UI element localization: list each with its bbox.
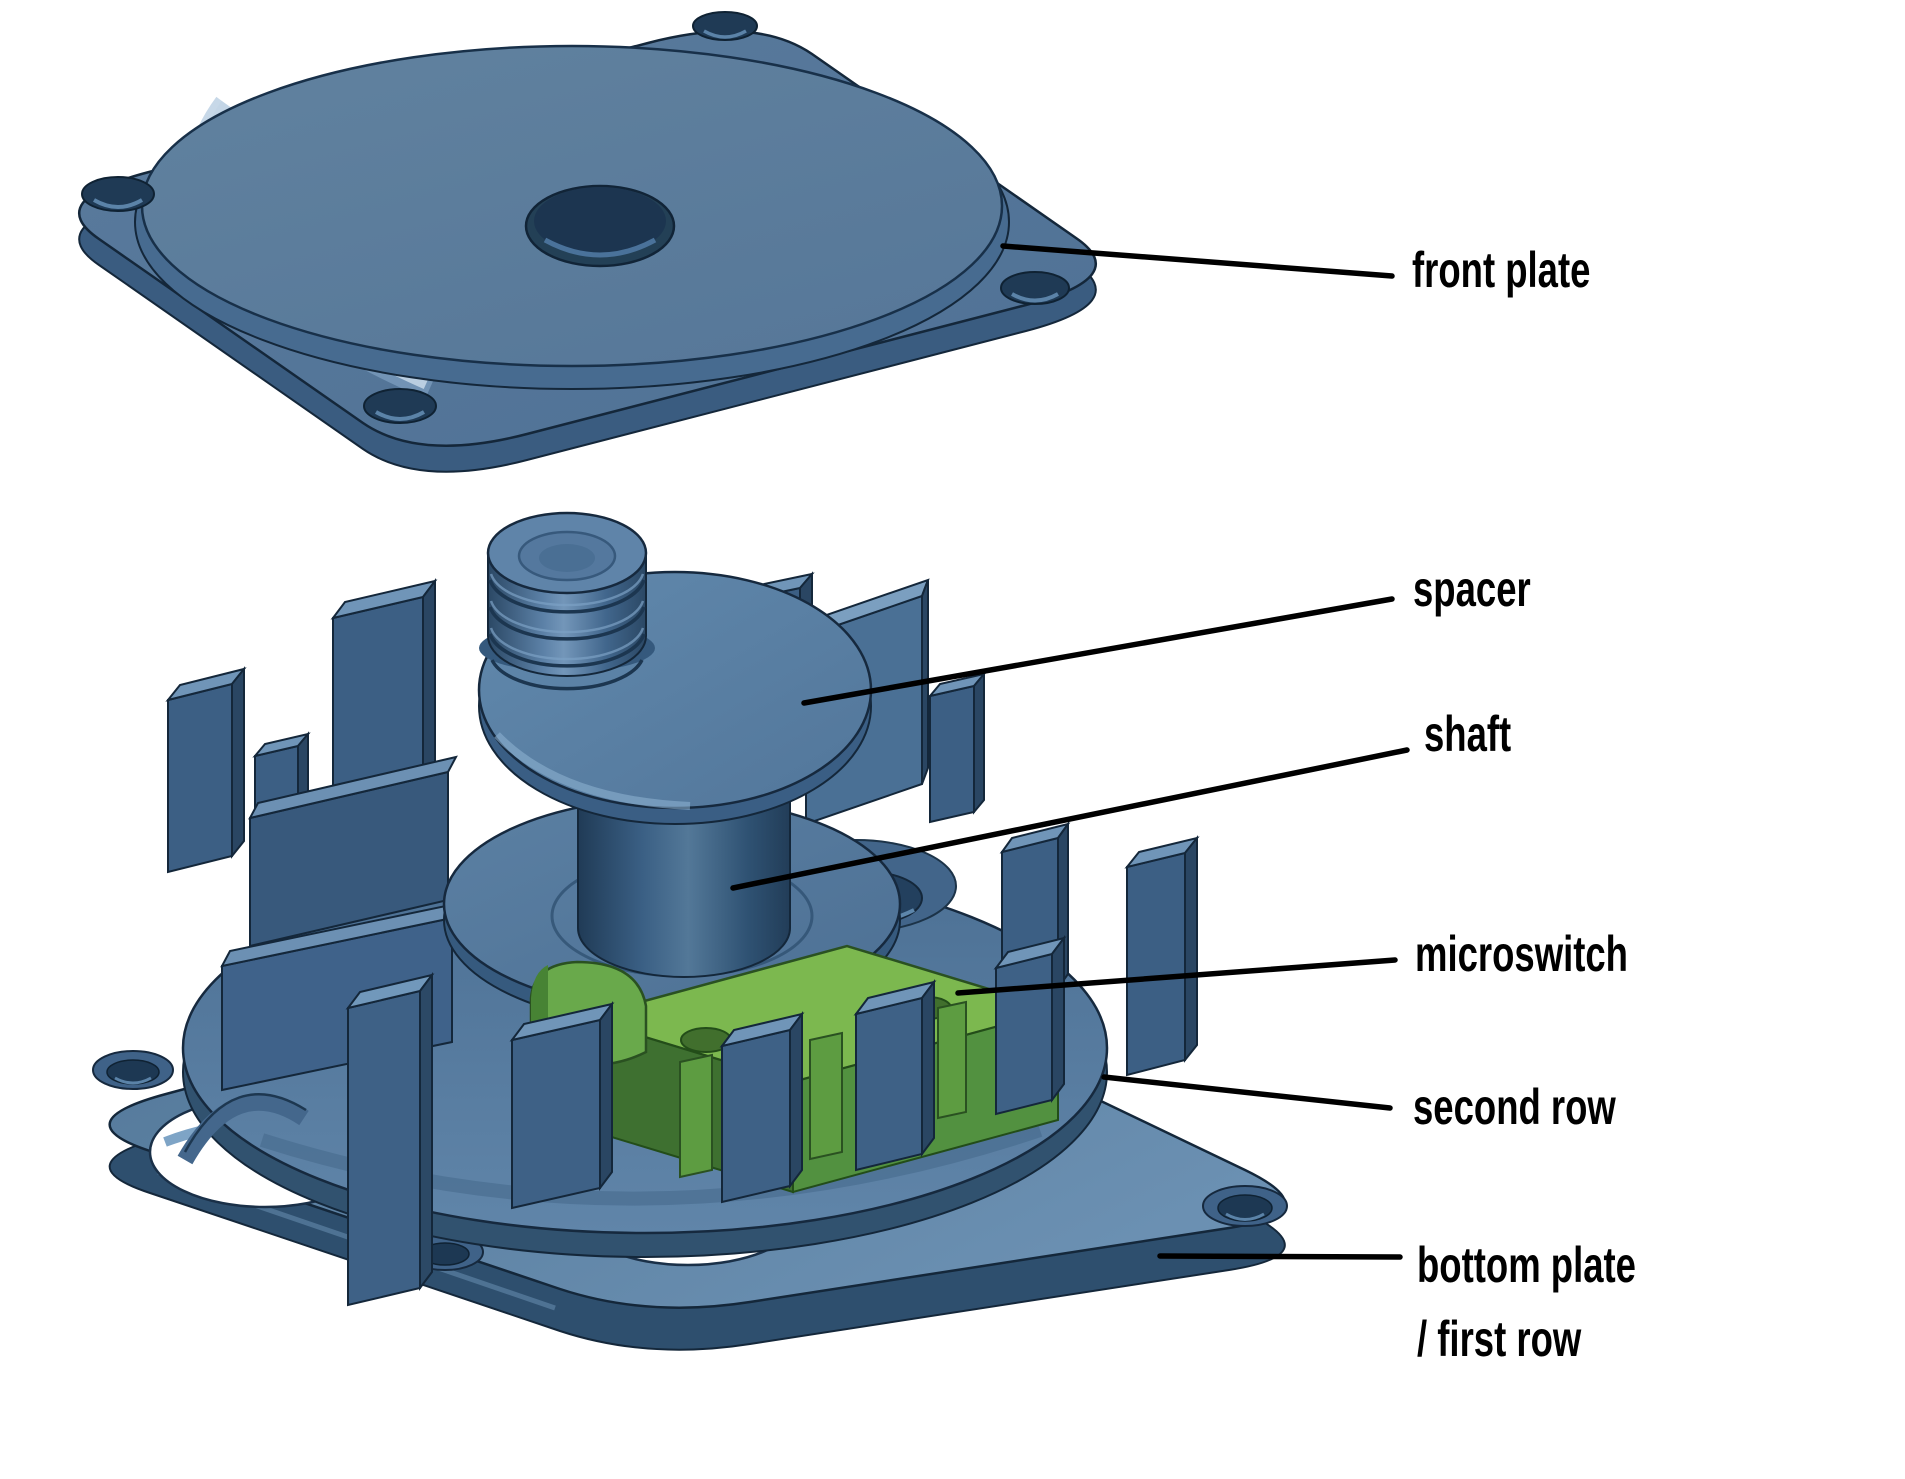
spacer-disc-bevel (494, 732, 691, 810)
label-bottom-plate-line1: bottom plate (1417, 1237, 1636, 1293)
first-row-peg-right (1124, 835, 1200, 1077)
green-clip (809, 1031, 843, 1161)
fin (927, 671, 987, 824)
label-shaft: shaft (1424, 706, 1512, 762)
fin (330, 578, 438, 801)
label-bottom-plate-line2: / first row (1417, 1311, 1582, 1367)
spacer-part (477, 511, 873, 825)
label-spacer: spacer (1413, 561, 1531, 617)
fin (165, 666, 247, 874)
leader-lines (730, 243, 1410, 1260)
leader-line-shaft (730, 747, 1410, 891)
second-row-arch-outline (183, 1093, 307, 1153)
spacer-threads (488, 573, 646, 691)
front-plate-corner-holes (81, 11, 1070, 424)
spacer-stud-recess-inner (539, 544, 595, 572)
fin (993, 935, 1067, 1116)
center-hole-inner (534, 187, 666, 255)
leader-line-spacer (801, 596, 1395, 706)
second-row-arch (177, 1093, 309, 1165)
leader-line-second-row (1101, 1074, 1393, 1111)
label-second-row: second row (1413, 1079, 1616, 1135)
shaft-body (577, 799, 791, 978)
fin (509, 1001, 615, 1210)
center-hole-highlight (543, 237, 657, 258)
leader-line-microswitch (955, 957, 1398, 996)
label-front-plate: front plate (1412, 242, 1591, 298)
leader-line-front-plate (1000, 243, 1395, 279)
fin (853, 979, 937, 1172)
label-bottom-plate: bottom plate / first row (1417, 1228, 1636, 1376)
leader-line-bottom-plate (1157, 1253, 1403, 1260)
front-plate (78, 11, 1097, 473)
fin (719, 1011, 805, 1204)
second-row-fins-front (345, 935, 1067, 1307)
green-clip (937, 1000, 967, 1120)
label-microswitch: microswitch (1415, 926, 1628, 982)
green-clip (679, 1053, 713, 1179)
first-row-peg-front (345, 972, 435, 1307)
